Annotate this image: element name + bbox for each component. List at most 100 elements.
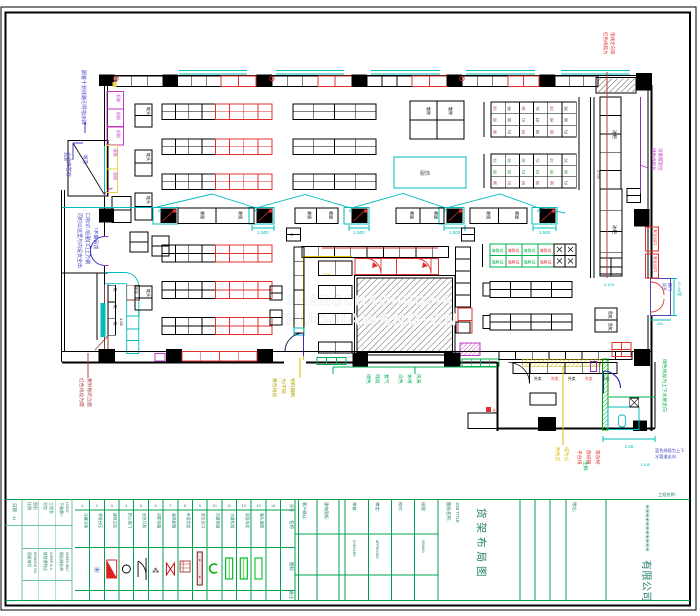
svg-text:海鲜岛: 海鲜岛	[508, 247, 520, 253]
svg-text:试: 试	[507, 181, 511, 186]
svg-text:堆头: 堆头	[146, 107, 152, 115]
svg-text:服饰: 服饰	[420, 170, 430, 177]
svg-text:日期: 日期	[11, 503, 17, 512]
svg-text:收银: 收银	[238, 211, 244, 219]
svg-text:蛋糕: 蛋糕	[113, 172, 119, 180]
svg-text:休闲: 休闲	[406, 374, 413, 384]
svg-text:散称: 散称	[448, 107, 454, 115]
svg-text:链锁便利店: 链锁便利店	[43, 552, 48, 571]
svg-text:测: 测	[564, 118, 568, 123]
svg-text:测: 测	[507, 118, 511, 123]
svg-text:等杂物: 等杂物	[594, 450, 601, 465]
svg-text:奶粉: 奶粉	[116, 112, 122, 120]
svg-text:收银: 收银	[200, 211, 206, 219]
svg-text:防火卷门: 防火卷门	[127, 513, 132, 528]
svg-text:安全出口: 安全出口	[653, 256, 659, 272]
svg-text:消防栓箱: 消防栓箱	[157, 513, 162, 528]
svg-text:海鲜岛: 海鲜岛	[524, 247, 536, 253]
svg-text:柜: 柜	[113, 322, 118, 326]
svg-text:地址:: 地址:	[572, 502, 578, 512]
svg-text:SUPER M. b.: SUPER M. b.	[49, 552, 53, 571]
svg-text:堆头: 堆头	[146, 196, 152, 204]
svg-text:海鲜岛: 海鲜岛	[508, 259, 520, 265]
svg-text:测: 测	[550, 181, 554, 186]
svg-text:外卖: 外卖	[568, 376, 576, 381]
svg-text:图纸名称:: 图纸名称:	[445, 502, 452, 521]
svg-text:架: 架	[550, 169, 554, 174]
svg-text:货: 货	[521, 181, 525, 186]
svg-text:风幕柜组: 风幕柜组	[215, 513, 220, 528]
svg-text:奶粉: 奶粉	[116, 130, 122, 138]
svg-text:13: 13	[256, 504, 260, 508]
svg-text:冷藏冷柜: 冷藏冷柜	[83, 513, 88, 528]
svg-text:1.500: 1.500	[449, 230, 461, 235]
svg-text:口标识 /后勤(工)上方做: 口标识 /后勤(工)上方做	[84, 213, 91, 264]
svg-text:7: 7	[169, 504, 171, 508]
svg-text:海鲜岛: 海鲜岛	[492, 259, 504, 265]
svg-text:线段: 线段	[374, 374, 381, 384]
svg-text:货: 货	[521, 129, 525, 134]
svg-text:货: 货	[536, 118, 540, 123]
svg-text:序号: 序号	[289, 504, 295, 512]
svg-text:鱼缸: 鱼缸	[608, 323, 614, 331]
svg-text:+2: +2	[289, 233, 293, 237]
svg-text:DRAWN: DRAWN	[421, 540, 425, 553]
svg-text:DRAWING NO.: DRAWING NO.	[33, 552, 37, 574]
svg-text:散称: 散称	[426, 107, 432, 115]
svg-text:架: 架	[507, 106, 511, 111]
svg-text:物料隔断: 物料隔断	[289, 378, 296, 397]
svg-text:测: 测	[493, 181, 497, 186]
svg-text:风味: 风味	[415, 374, 422, 384]
svg-text:服务: 服务	[134, 287, 139, 295]
svg-text:4: 4	[125, 504, 127, 508]
svg-text:收银: 收银	[433, 211, 439, 219]
svg-text:蛋糕: 蛋糕	[113, 149, 119, 157]
svg-text:为/不同: 为/不同	[280, 378, 287, 394]
svg-text:架: 架	[493, 118, 497, 123]
svg-text:客户确认:: 客户确认:	[301, 502, 308, 520]
svg-text:货: 货	[550, 158, 554, 163]
svg-text:审定:: 审定:	[374, 502, 381, 512]
svg-text:域为公: 域为公	[563, 447, 570, 462]
svg-text:2: 2	[96, 504, 98, 508]
svg-text:试: 试	[536, 158, 540, 163]
svg-text:绿色线段为: 绿色线段为	[650, 148, 657, 171]
svg-text:1.500: 1.500	[539, 230, 551, 235]
svg-text:仓: 仓	[492, 408, 496, 413]
svg-text:蓝色线段为上下: 蓝色线段为上下	[655, 447, 684, 454]
svg-text:收银: 收银	[515, 211, 521, 219]
svg-text:1.03: 1.03	[119, 318, 124, 327]
svg-text:货: 货	[536, 169, 540, 174]
svg-text:✳✳✳✳✳✳✳✳✳✳✳: ✳✳✳✳✳✳✳✳✳✳✳	[643, 504, 651, 552]
svg-text:设备摆放位: 设备摆放位	[657, 148, 664, 171]
svg-text:平台排: 平台排	[576, 450, 583, 465]
svg-text:收银: 收银	[307, 211, 313, 219]
svg-text:图纸编号: 图纸编号	[27, 552, 32, 567]
svg-text:10: 10	[212, 504, 216, 508]
svg-text:绘图:: 绘图:	[420, 502, 427, 512]
svg-text:图标: 图标	[288, 562, 295, 571]
svg-text:电线走向等: 电线走向等	[609, 32, 616, 55]
svg-text:1500: 1500	[322, 272, 332, 277]
svg-text:收: 收	[444, 209, 449, 213]
svg-text:坡道: 坡道	[82, 155, 89, 164]
svg-text:APPROVED: APPROVED	[375, 540, 379, 559]
svg-text:外卖: 外卖	[585, 376, 593, 381]
svg-text:41: 41	[12, 516, 17, 521]
svg-text:建筑立柱: 建筑立柱	[113, 513, 118, 528]
svg-text:✳: ✳	[93, 565, 101, 575]
svg-text:12: 12	[242, 504, 246, 508]
svg-text:货架布局图: 货架布局图	[475, 508, 488, 581]
svg-text:工程名称:: 工程名称:	[658, 491, 676, 498]
svg-text:下属牌+: 下属牌+	[59, 502, 65, 517]
svg-text:顾客十划线路引导指示牌: 顾客十划线路引导指示牌	[80, 70, 87, 125]
svg-text:外卖: 外卖	[534, 376, 542, 381]
svg-text:JOB TITLE: JOB TITLE	[455, 502, 460, 523]
svg-text:海鲜岛: 海鲜岛	[540, 247, 552, 253]
svg-text:强电配箱: 强电配箱	[171, 513, 176, 528]
svg-text:两色区: 两色区	[554, 447, 561, 462]
svg-text:5700: 5700	[596, 170, 601, 180]
svg-text:架: 架	[564, 158, 568, 163]
svg-text:测: 测	[507, 169, 511, 174]
svg-text:试: 试	[521, 169, 525, 174]
